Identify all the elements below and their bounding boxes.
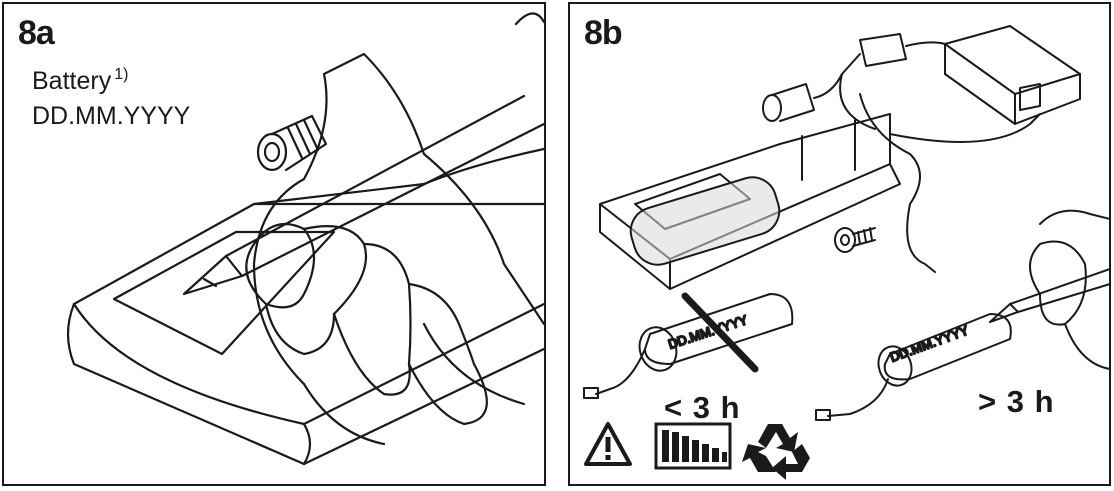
panel-8a-illustration <box>66 12 544 466</box>
writing-hand-small <box>989 209 1109 370</box>
old-battery: DD.MM.YYYY <box>583 292 794 399</box>
warning-icon <box>584 422 632 466</box>
panel-label-8a: 8a <box>18 14 55 52</box>
new-battery-date: DD.MM.YYYY <box>888 322 971 364</box>
cable-set <box>762 33 1041 273</box>
device-housing <box>66 147 544 466</box>
charge-level-icon <box>654 422 732 470</box>
panel-label-8b: 8b <box>584 14 623 52</box>
panel-8b-illustration: DD.MM.YYYY DD.MM.YYYY <box>583 25 1109 480</box>
fixing-screw <box>834 227 876 253</box>
date-format-label: DD.MM.YYYY <box>32 102 191 130</box>
footnote-marker: 1) <box>114 66 129 83</box>
battery-housing <box>599 113 901 290</box>
panel-8b: DD.MM.YYYY DD.MM.YYYY <box>568 2 1111 486</box>
recycle-icon <box>742 424 810 480</box>
battery-label-text: Battery <box>32 67 112 95</box>
charge-time-more-than: > 3 h <box>978 384 1055 419</box>
charger-unit <box>944 25 1081 125</box>
marker-pen <box>182 94 544 296</box>
charge-time-less-than: < 3 h <box>664 390 741 425</box>
writing-hand <box>245 52 544 446</box>
connector-plug <box>256 12 544 172</box>
